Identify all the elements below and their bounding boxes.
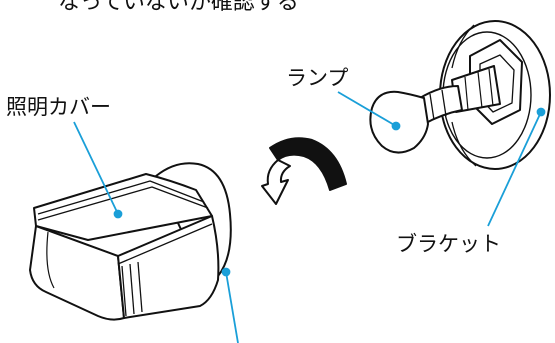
cover-drawing	[29, 162, 232, 321]
rotation-arrow-body	[269, 137, 347, 191]
cover-top-face	[33, 173, 213, 241]
cover-leader-dot	[113, 209, 123, 219]
cover-leader-line	[73, 121, 119, 215]
cover-label: 照明カバー	[6, 95, 111, 119]
bracket-label: ブラケット	[396, 232, 501, 256]
rotation-arrow-head	[261, 159, 291, 205]
lamp-leader-line	[337, 91, 397, 127]
bracket-leader-dot	[536, 107, 546, 117]
rotation-arrow-icon	[261, 137, 347, 205]
leader-lines	[73, 91, 546, 343]
cover-side-face	[117, 215, 220, 319]
instruction-caption: なっていないか確認する	[58, 0, 299, 15]
bulb-globe	[369, 90, 429, 154]
lamp-bulb	[369, 85, 463, 154]
cover-front-face	[29, 225, 125, 321]
flange-leader-dot	[221, 267, 231, 277]
bracket-leader-line	[487, 111, 542, 227]
bracket-drawing	[439, 20, 551, 170]
lamp-leader-dot	[391, 121, 401, 131]
flange-leader-line	[225, 271, 239, 343]
lamp-label: ランプ	[286, 66, 349, 90]
